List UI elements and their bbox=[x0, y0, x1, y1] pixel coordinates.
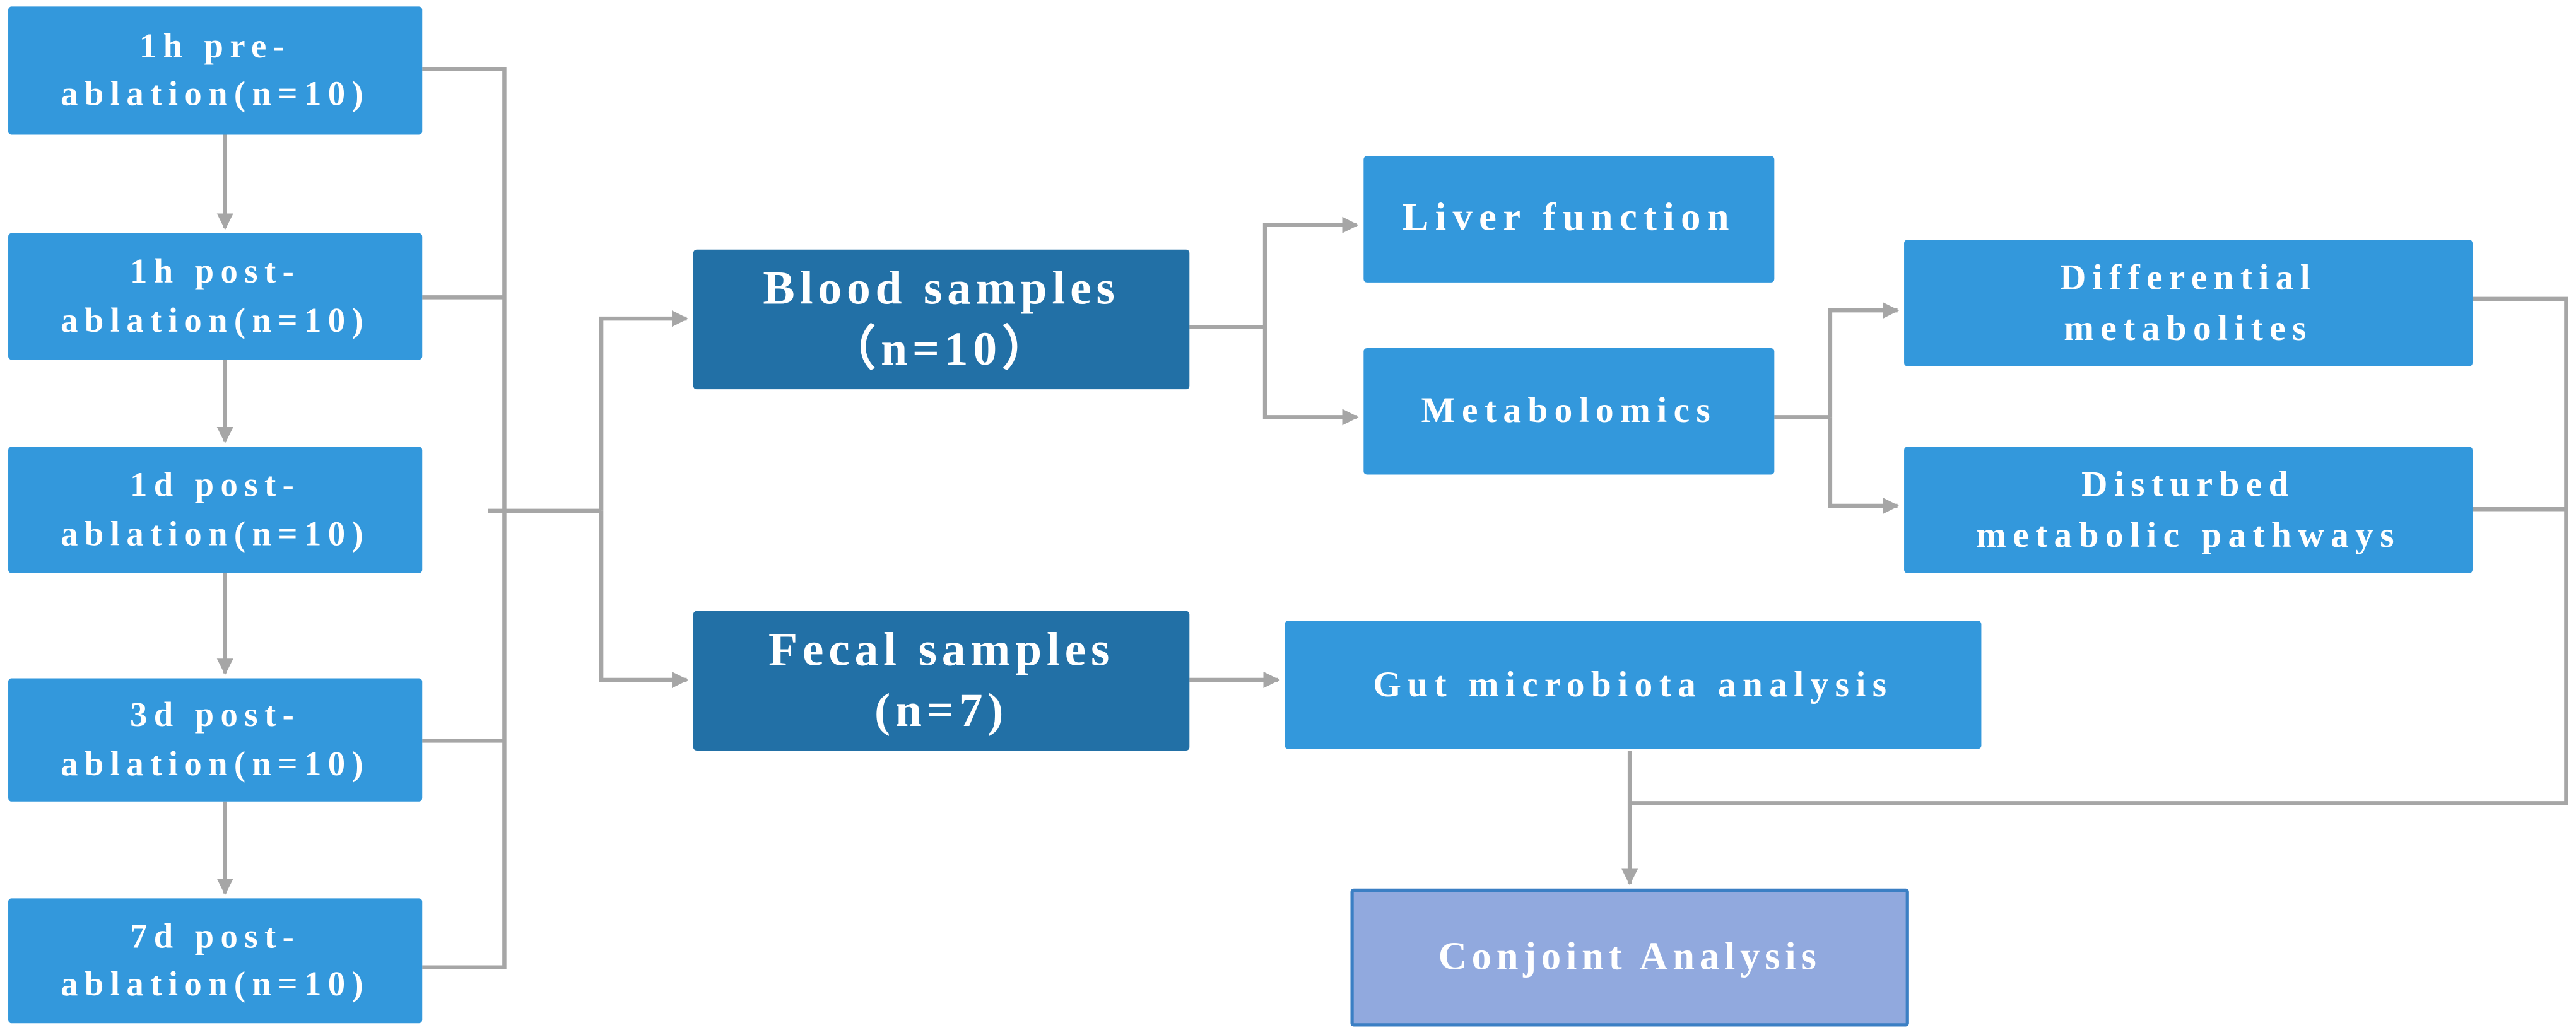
timepoint-label: 7d post- bbox=[130, 916, 301, 956]
arrow-to-fecal bbox=[599, 510, 689, 689]
timepoint-label: 3d post- bbox=[130, 694, 301, 735]
arrow-to-differential bbox=[1828, 302, 1900, 418]
arrow-to-metabolomics bbox=[1262, 327, 1359, 426]
timepoint-label: 1d post- bbox=[130, 465, 301, 505]
disturbed-label: metabolic pathways bbox=[1976, 513, 2401, 554]
liver-function-box: Liver function bbox=[1363, 156, 1775, 283]
conjoint-analysis-box: Conjoint Analysis bbox=[1350, 888, 1909, 1027]
arrow-to-disturbed bbox=[1828, 417, 1900, 515]
arrow-to-blood bbox=[599, 310, 689, 511]
liver-function-label: Liver function bbox=[1402, 196, 1736, 240]
timepoint-label: 1h post- bbox=[130, 251, 301, 291]
return-line bbox=[1630, 296, 2568, 805]
blood-samples-count: （n=10） bbox=[828, 322, 1055, 376]
metabolomics-box: Metabolomics bbox=[1363, 348, 1775, 475]
timepoint-1h-pre: 1h pre-ablation(n=10) bbox=[8, 6, 423, 135]
disturbed-pathways-box: Disturbed metabolic pathways bbox=[1904, 447, 2473, 573]
timepoint-label: ablation(n=10) bbox=[61, 513, 370, 553]
timepoint-label: 1h pre- bbox=[139, 25, 291, 66]
differential-label: metabolites bbox=[2064, 306, 2313, 348]
timepoint-label: ablation(n=10) bbox=[61, 300, 370, 339]
differential-label: Differential bbox=[2059, 255, 2317, 297]
timepoint-1h-post: 1h post-ablation(n=10) bbox=[8, 233, 423, 360]
disturbed-label: Disturbed bbox=[2081, 462, 2295, 504]
gut-microbiota-label: Gut microbiota analysis bbox=[1373, 662, 1893, 705]
fecal-samples-box: Fecal samples (n=7) bbox=[693, 611, 1190, 751]
blood-samples-label: Blood samples bbox=[763, 263, 1120, 316]
bus-t1 bbox=[422, 67, 507, 970]
timepoint-7d-post: 7d post-ablation(n=10) bbox=[8, 898, 423, 1024]
conjoint-analysis-label: Conjoint Analysis bbox=[1438, 935, 1821, 978]
differential-metabolites-box: Differential metabolites bbox=[1904, 240, 2473, 366]
timepoint-label: ablation(n=10) bbox=[61, 743, 370, 783]
gut-microbiota-box: Gut microbiota analysis bbox=[1285, 621, 1982, 749]
fecal-samples-count: (n=7) bbox=[874, 684, 1009, 737]
arrow-to-liver bbox=[1262, 216, 1359, 327]
timepoint-3d-post: 3d post-ablation(n=10) bbox=[8, 678, 423, 802]
timepoint-label: ablation(n=10) bbox=[61, 74, 370, 114]
timepoint-label: ablation(n=10) bbox=[61, 964, 370, 1004]
timepoint-1d-post: 1d post-ablation(n=10) bbox=[8, 447, 423, 573]
metabolomics-label: Metabolomics bbox=[1421, 389, 1717, 431]
blood-samples-box: Blood samples （n=10） bbox=[693, 249, 1190, 390]
fecal-samples-label: Fecal samples bbox=[768, 624, 1115, 677]
